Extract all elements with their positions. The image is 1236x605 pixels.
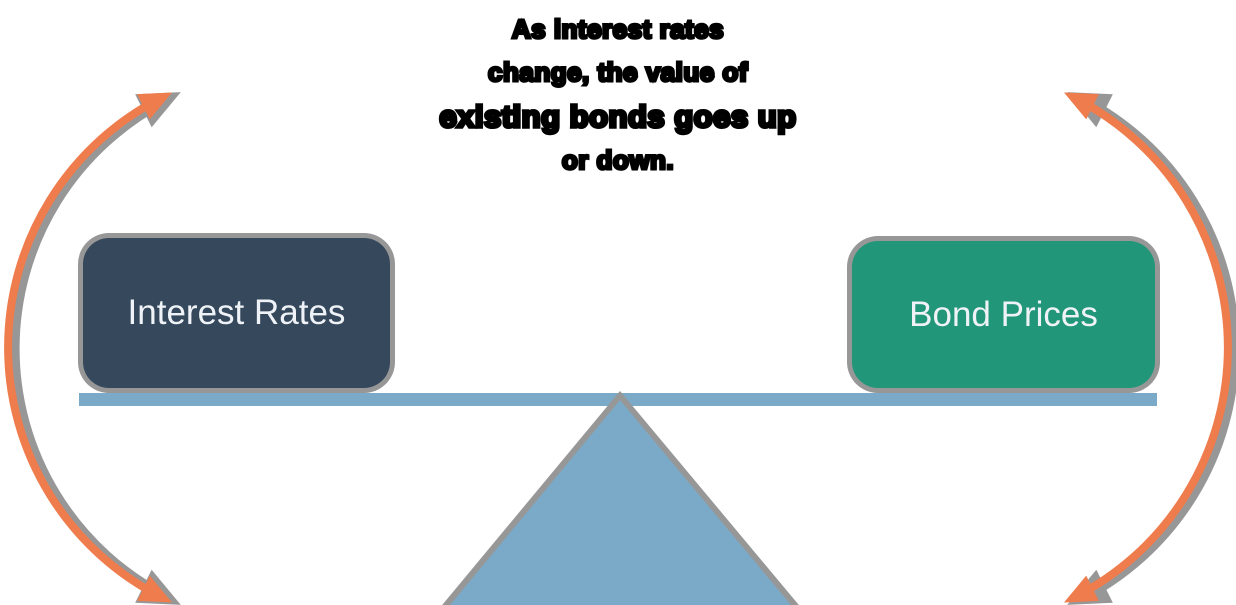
fulcrum-triangle xyxy=(450,400,791,605)
interest-rates-label: Interest Rates xyxy=(127,293,346,332)
title-line-3: existing bonds goes up xyxy=(438,97,798,136)
interest-rates-box: Interest Rates xyxy=(83,238,390,388)
title-line-1: As interest rates xyxy=(510,13,725,46)
title-line-4: or down. xyxy=(560,144,675,177)
left-rotation-arrow-icon xyxy=(4,92,173,603)
right-rotation-arrow-icon xyxy=(1063,92,1232,603)
bond-prices-label: Bond Prices xyxy=(909,294,1098,334)
title-line-2: change, the value of xyxy=(487,56,749,89)
diagram-title: As interest rates change, the value of e… xyxy=(0,8,1236,182)
bond-prices-box: Bond Prices xyxy=(852,241,1155,388)
